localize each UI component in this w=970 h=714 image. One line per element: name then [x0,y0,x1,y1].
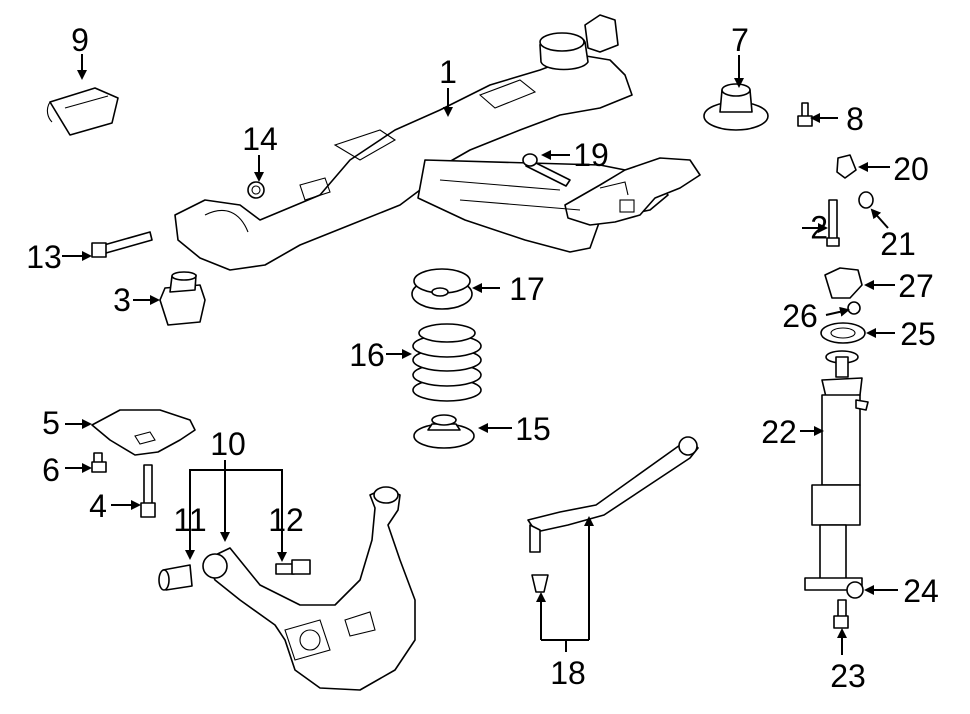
callout-6: 6 [42,452,60,488]
callout-22: 22 [761,414,797,450]
shield-plate [91,409,196,456]
upper-mount-27 [824,267,863,299]
callout-19: 19 [573,137,609,173]
callout-15: 15 [515,411,551,447]
callout-18: 18 [550,655,586,691]
callout-labels: 1 2 3 4 5 6 7 8 9 10 11 12 13 14 15 16 1… [26,22,939,694]
callout-2: 2 [810,209,828,245]
callout-14: 14 [242,121,278,157]
body-mount [703,83,769,131]
coil-spring [412,323,482,402]
bolt-6 [91,452,107,473]
lower-spring-seat [413,414,475,449]
pad-insulator [46,87,119,136]
callout-7: 7 [731,22,749,58]
bolt-23 [833,599,849,629]
bolt-8 [797,102,813,127]
callout-16: 16 [349,337,385,373]
lower-control-arm [202,486,416,691]
bolt-12 [275,559,311,575]
callout-4: 4 [89,488,107,524]
callout-23: 23 [830,658,866,694]
bolt-4 [140,464,156,518]
callout-10: 10 [210,426,246,462]
callout-17: 17 [509,271,545,307]
callout-8: 8 [846,101,864,137]
crossmember-frame [174,14,701,271]
callout-1: 1 [439,54,457,90]
callout-21: 21 [880,226,916,262]
bracket-20 [836,154,857,179]
callout-13: 13 [26,239,62,275]
washer-25 [820,322,866,344]
callout-12: 12 [268,502,304,538]
clamp-24 [846,581,864,599]
bushing-11 [158,564,193,591]
callout-20: 20 [893,151,929,187]
callout-25: 25 [900,316,936,352]
nut-21 [858,191,874,209]
callout-26: 26 [782,298,818,334]
lateral-link [527,436,699,593]
nut-26 [847,301,861,315]
callout-27: 27 [898,268,934,304]
callout-24: 24 [903,573,939,609]
leader-lines [62,54,898,655]
cradle-bushing [159,271,206,326]
callout-3: 3 [113,282,131,318]
stud-2 [826,199,840,247]
callout-9: 9 [71,22,89,58]
upper-spring-seat [411,268,473,310]
callout-11: 11 [173,502,206,538]
shock-absorber [804,350,869,591]
callout-5: 5 [42,405,60,441]
bolt-19 [522,153,571,187]
nut-14 [247,181,265,199]
bolt-13 [91,231,153,258]
